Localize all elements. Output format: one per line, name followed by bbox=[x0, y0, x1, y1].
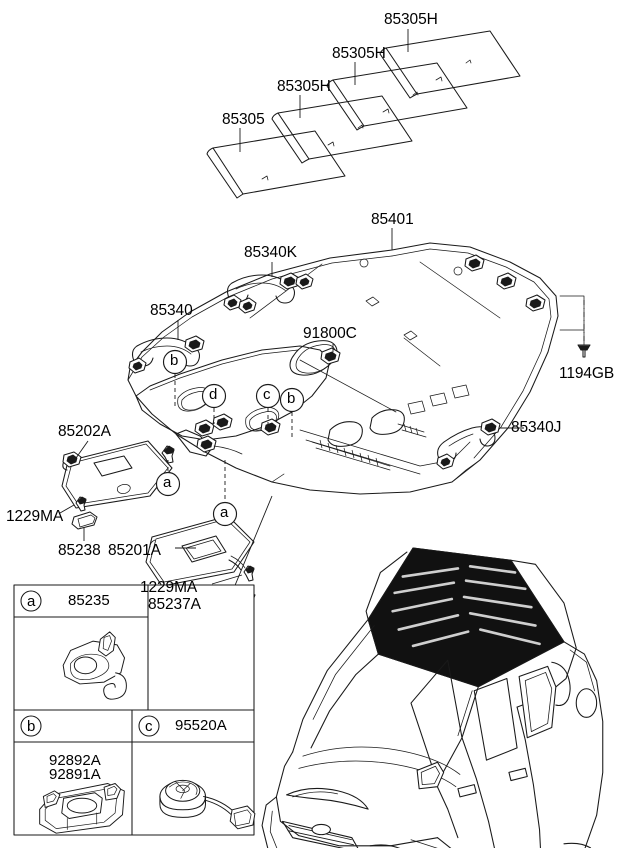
legend-key-c: c bbox=[145, 718, 153, 735]
part-label-1194gb: 1194GB bbox=[559, 365, 615, 382]
clip-c bbox=[260, 418, 281, 436]
clip-cluster-d bbox=[194, 413, 243, 455]
assist-handle-85340 bbox=[128, 320, 205, 374]
part-label-1229ma-right: 1229MA bbox=[140, 579, 198, 596]
screw-1229ma-right bbox=[211, 565, 255, 585]
rail-clips bbox=[238, 254, 546, 314]
screw-1194gb bbox=[559, 295, 591, 358]
legend-part-92891a: 92891A bbox=[49, 766, 101, 783]
headliner-rail-detail bbox=[299, 384, 471, 475]
callout-letter-b-2: b bbox=[287, 390, 296, 407]
legend-icon-95520a bbox=[159, 779, 256, 830]
sunvisor-85201a bbox=[145, 515, 255, 587]
callout-letter-d: d bbox=[209, 386, 218, 403]
callout-leaders bbox=[167, 374, 293, 502]
pad-85305h-3 bbox=[326, 62, 468, 131]
legend-box bbox=[13, 584, 256, 836]
part-label-85201a: 85201A bbox=[108, 542, 161, 559]
part-label-85305h-4: 85305H bbox=[384, 11, 438, 28]
kia-soul-illustration bbox=[261, 547, 604, 848]
callout-letter-b-1: b bbox=[170, 352, 179, 369]
pad-85305 bbox=[206, 130, 346, 199]
part-label-1229ma-left: 1229MA bbox=[6, 508, 64, 525]
sunvisor-85202a bbox=[61, 440, 173, 509]
pad-85305h-4 bbox=[379, 30, 521, 99]
callout-letter-a-2: a bbox=[220, 504, 229, 521]
legend-icon-roomlamp bbox=[39, 783, 125, 834]
legend-part-92892a: 92892A bbox=[49, 752, 101, 769]
legend-part-95520a: 95520A bbox=[175, 717, 227, 734]
legend-key-a: a bbox=[27, 593, 36, 610]
part-label-85237a: 85237A bbox=[148, 596, 201, 613]
part-label-85202a: 85202A bbox=[58, 423, 111, 440]
assist-handle-85340k bbox=[223, 262, 300, 311]
part-label-85340k: 85340K bbox=[244, 244, 297, 261]
callout-letter-c: c bbox=[263, 386, 271, 403]
headliner-85401 bbox=[127, 228, 559, 495]
overhead-lamp-91800c bbox=[289, 340, 341, 376]
part-label-85305: 85305 bbox=[222, 111, 265, 128]
part-label-85401: 85401 bbox=[371, 211, 414, 228]
legend-key-b: b bbox=[27, 718, 36, 735]
part-label-91800c: 91800C bbox=[303, 325, 357, 342]
legend-icon-85235 bbox=[62, 631, 127, 700]
pad-85305h-2 bbox=[271, 95, 413, 164]
part-label-85340: 85340 bbox=[150, 302, 193, 319]
part-label-85305h-2: 85305H bbox=[277, 78, 331, 95]
part-label-85238: 85238 bbox=[58, 542, 101, 559]
part-label-85305h-3: 85305H bbox=[332, 45, 386, 62]
part-label-85340j: 85340J bbox=[511, 419, 562, 436]
legend-part-85235: 85235 bbox=[68, 592, 110, 609]
assist-handle-85340j bbox=[436, 418, 524, 470]
clip-85238 bbox=[71, 511, 98, 541]
callout-letter-a-1: a bbox=[163, 474, 172, 491]
screw-1229ma-left bbox=[59, 496, 87, 514]
